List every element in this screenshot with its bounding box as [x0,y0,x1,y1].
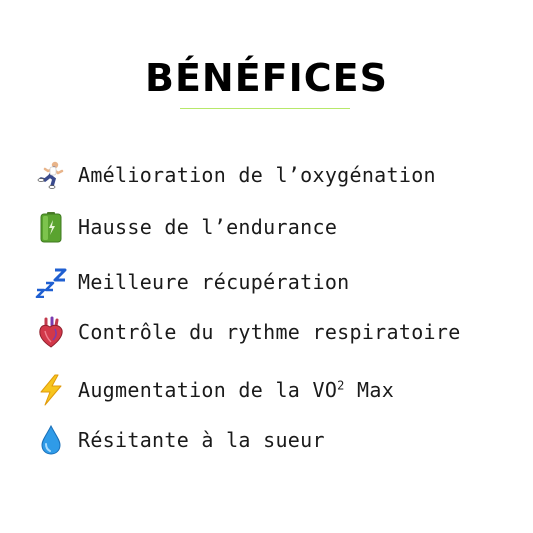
sleep-zzz-icon [34,265,68,299]
list-item-label: Résitante à la sueur [78,428,325,452]
list-item-label: Meilleure récupération [78,270,350,294]
page-title: BÉNÉFICES [145,56,388,100]
list-item-label: Amélioration de l’oxygénation [78,163,436,187]
anatomical-heart-icon [34,315,68,349]
list-item-label: Hausse de l’endurance [78,215,338,239]
list-item-label: Contrôle du rythme respiratoire [78,320,461,344]
list-item: Contrôle du rythme respiratoire [34,314,461,350]
battery-icon [34,210,68,244]
list-item: Augmentation de la VO2 Max [34,372,394,408]
droplet-icon [34,423,68,457]
lightning-icon [34,373,68,407]
list-item: Meilleure récupération [34,264,350,300]
list-item: Amélioration de l’oxygénation [34,157,436,193]
title-underline [180,108,350,109]
runner-icon [34,158,68,192]
list-item: Résitante à la sueur [34,422,325,458]
list-item-label: Augmentation de la VO2 Max [78,378,395,402]
list-item: Hausse de l’endurance [34,209,337,245]
